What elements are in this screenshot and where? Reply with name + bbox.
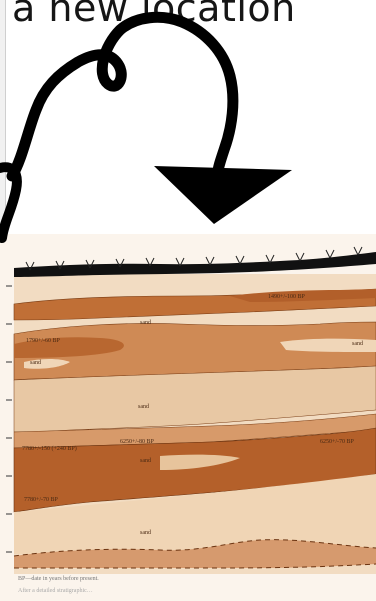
hand-drawn-curved-arrow-icon — [0, 0, 376, 601]
